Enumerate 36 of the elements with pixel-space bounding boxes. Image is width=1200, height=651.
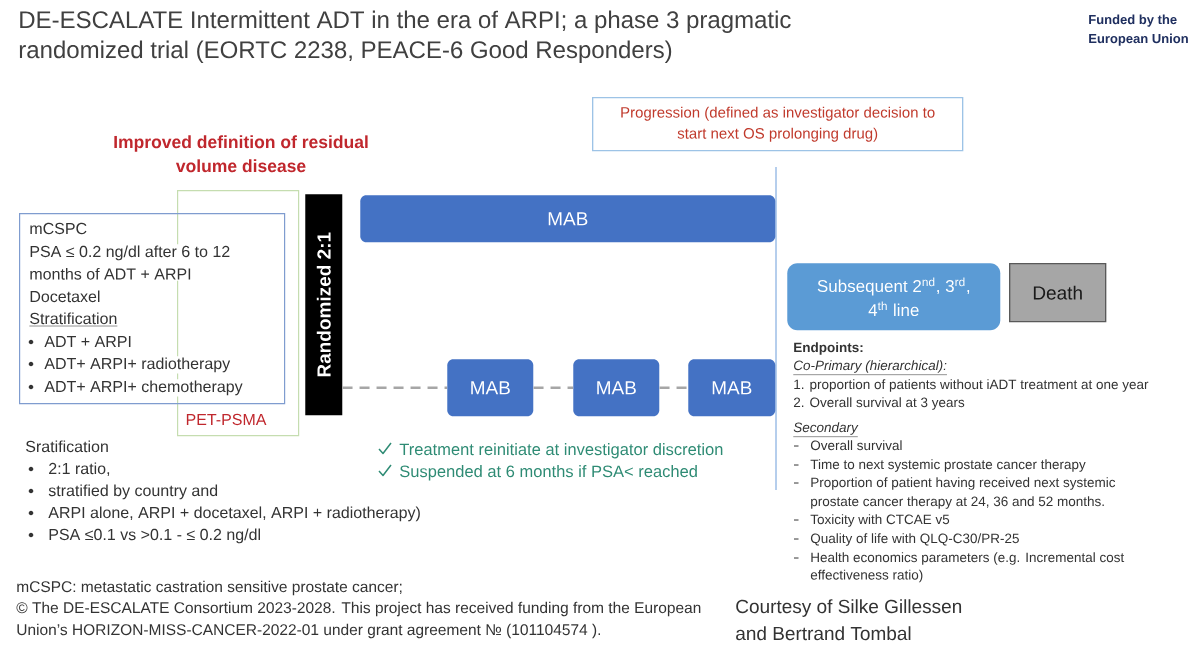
- list-heading: Sratification: [26, 440, 108, 453]
- footnote: mCSPC: metastatic castration sensitive prostate cancer;: [17, 580, 402, 596]
- funding-text: Funded by the European Union: [1089, 14, 1188, 46]
- list-item: Overall survival: [810, 440, 902, 451]
- treatment-box: MAB: [573, 359, 660, 417]
- heading-text: Secondary: [793, 422, 859, 437]
- treatment-bar: MAB: [360, 195, 776, 243]
- list-item: ARPI alone, ARPI + docetaxel, ARPI + radiotherapy): [48, 506, 420, 522]
- note-text: Suspended at 6 months if PSA< reached: [400, 465, 697, 481]
- heading-text: Endpoints:: [794, 342, 863, 355]
- criteria-box: mCSPC PSA ≤ 0.2 ng/dl after 6 to 12 months of ADT + ARPI Docetaxel Stratification ADT + ARPI ADT+ ARPI+ radiotherapy ADT+ ARPI+ chemotherapy: [19, 213, 286, 405]
- list-item: 2:1 ratio,: [49, 462, 110, 477]
- process-box: Subsequent 2$^{nd}$, 3$^{rd}$, 4$^{th}$ line: [787, 263, 1001, 331]
- dashed-line: [533, 386, 573, 390]
- dashed-line: [659, 386, 688, 390]
- treatment-box: MAB: [447, 359, 534, 417]
- footnote: © The DE-ESCALATE Consortium 2023-2028. This project has received funding from the European Union’s HORIZON-MISS-CANCER-2022-01 under grant agreement № (101104574 ).: [16, 601, 701, 639]
- treatment-box: MAB: [688, 359, 776, 417]
- heading-text: Improved definition of residual volume disease: [114, 135, 368, 173]
- list-item: Time to next systemic prostate cancer therapy: [810, 459, 1086, 472]
- list-item: Health economics parameters (e.g. Incremental cost effectiveness ratio): [810, 552, 1125, 583]
- end-box: Death: [1009, 263, 1107, 323]
- randomization-bar: Randomized 2:1: [305, 194, 343, 416]
- list-item: Proportion of patient having received next systemic prostate cancer therapy at 24, 36 and 52 months.: [811, 477, 1116, 509]
- list-item: 1. proportion of patients without iADT treatment at one year: [794, 379, 1149, 392]
- list-item: stratified by country and: [48, 484, 218, 500]
- heading-text: Co-Primary (hierarchical):: [793, 360, 948, 375]
- credit-text: Courtesy of Silke Gillessen and Bertrand Tombal: [736, 599, 962, 641]
- list-item: 2. Overall survival at 3 years: [793, 397, 965, 410]
- title: DE-ESCALATE Intermittent ADT in the era of ARPI; a phase 3 pragmatic randomized trial (EORTC 2238, PEACE-6 Good Responders): [19, 10, 791, 63]
- list-item: Quality of life with QLQ-C30/PR-25: [810, 533, 1019, 546]
- dashed-line: [342, 386, 447, 390]
- list-item: Toxicity with CTCAE v5: [810, 514, 950, 527]
- note-text: Treatment reinitiate at investigator discretion: [399, 443, 723, 459]
- note-box: Progression (defined as investigator decision to start next OS prolonging drug): [592, 97, 964, 152]
- list-item: PSA ≤0.1 vs >0.1 - ≤ 0.2 ng/dl: [49, 528, 260, 544]
